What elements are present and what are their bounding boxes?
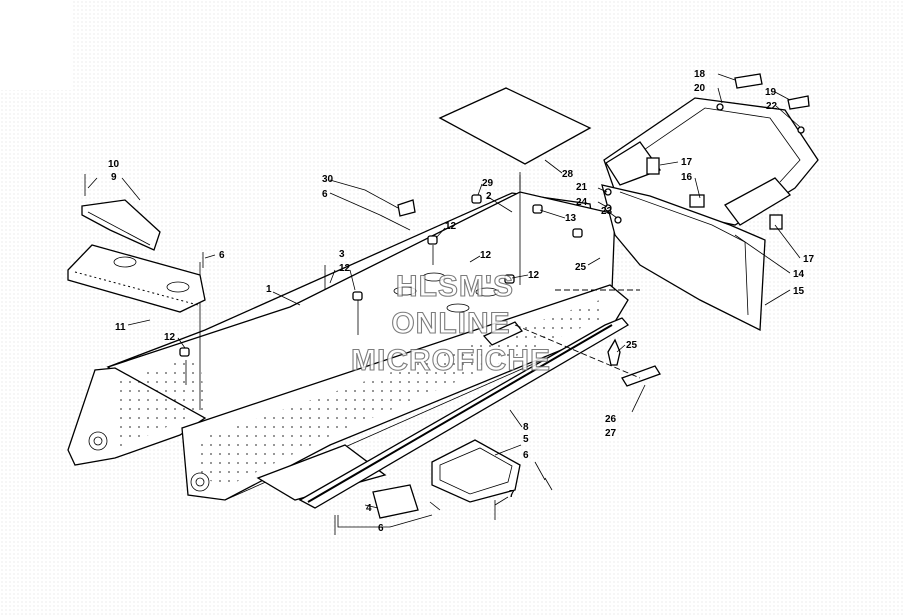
callout-12: 12	[480, 250, 492, 261]
watermark-line-1: HLSM'S	[396, 270, 514, 303]
callout-3: 3	[339, 249, 345, 260]
callout-24: 24	[576, 197, 588, 208]
callout-26: 26	[605, 414, 617, 425]
callout-16: 16	[681, 172, 693, 183]
callout-6: 6	[378, 523, 384, 534]
callout-17: 17	[803, 254, 815, 265]
callout-17: 17	[681, 157, 693, 168]
callout-12: 12	[528, 270, 540, 281]
callout-8: 8	[523, 422, 529, 433]
callout-12: 12	[339, 263, 351, 274]
heat-exchanger-cover	[67, 174, 206, 313]
dashed-connector-2	[514, 324, 641, 379]
callout-23: 23	[601, 206, 613, 217]
foot-holder	[431, 439, 521, 503]
tunnel-assembly	[67, 175, 629, 501]
reflector	[621, 365, 661, 387]
callout-14: 14	[793, 269, 805, 280]
callout-4: 4	[366, 503, 372, 514]
callout-6: 6	[523, 450, 529, 461]
callout-labels: 10 9 6 11 12 1 3 12 30 6 12 29 2 12 12 1…	[108, 69, 815, 534]
seat-pad	[438, 87, 592, 165]
callout-1: 1	[266, 284, 272, 295]
callout-12: 12	[164, 332, 176, 343]
callout-10: 10	[108, 159, 120, 170]
callout-18: 18	[694, 69, 706, 80]
callout-12: 12	[445, 221, 457, 232]
plate	[372, 484, 419, 519]
callout-25: 25	[575, 262, 587, 273]
callout-13: 13	[565, 213, 577, 224]
running-board-rails	[298, 317, 630, 509]
callout-28: 28	[562, 169, 574, 180]
callout-21: 21	[576, 182, 588, 193]
callout-6: 6	[322, 189, 328, 200]
callout-11: 11	[115, 322, 126, 333]
callout-5: 5	[523, 434, 529, 445]
fasteners	[324, 199, 553, 535]
callout-25: 25	[626, 340, 638, 351]
watermark-line-3: MICROFICHE	[351, 344, 551, 377]
callout-20: 20	[694, 83, 706, 94]
blank-corner	[0, 0, 72, 90]
callout-22: 22	[766, 101, 778, 112]
callout-30: 30	[322, 174, 334, 185]
callout-27: 27	[605, 428, 617, 439]
callout-6: 6	[219, 250, 225, 261]
watermark-line-2: ONLINE	[391, 307, 510, 340]
callout-15: 15	[793, 286, 805, 297]
watermark: HLSM'S ONLINE MICROFICHE	[350, 269, 551, 377]
callout-29: 29	[482, 178, 494, 189]
callout-7: 7	[509, 489, 515, 500]
callout-19: 19	[765, 87, 777, 98]
callout-9: 9	[111, 172, 117, 183]
callout-2: 2	[486, 191, 492, 202]
leader-lines	[87, 73, 801, 528]
rear-bumper-assembly	[601, 73, 819, 332]
